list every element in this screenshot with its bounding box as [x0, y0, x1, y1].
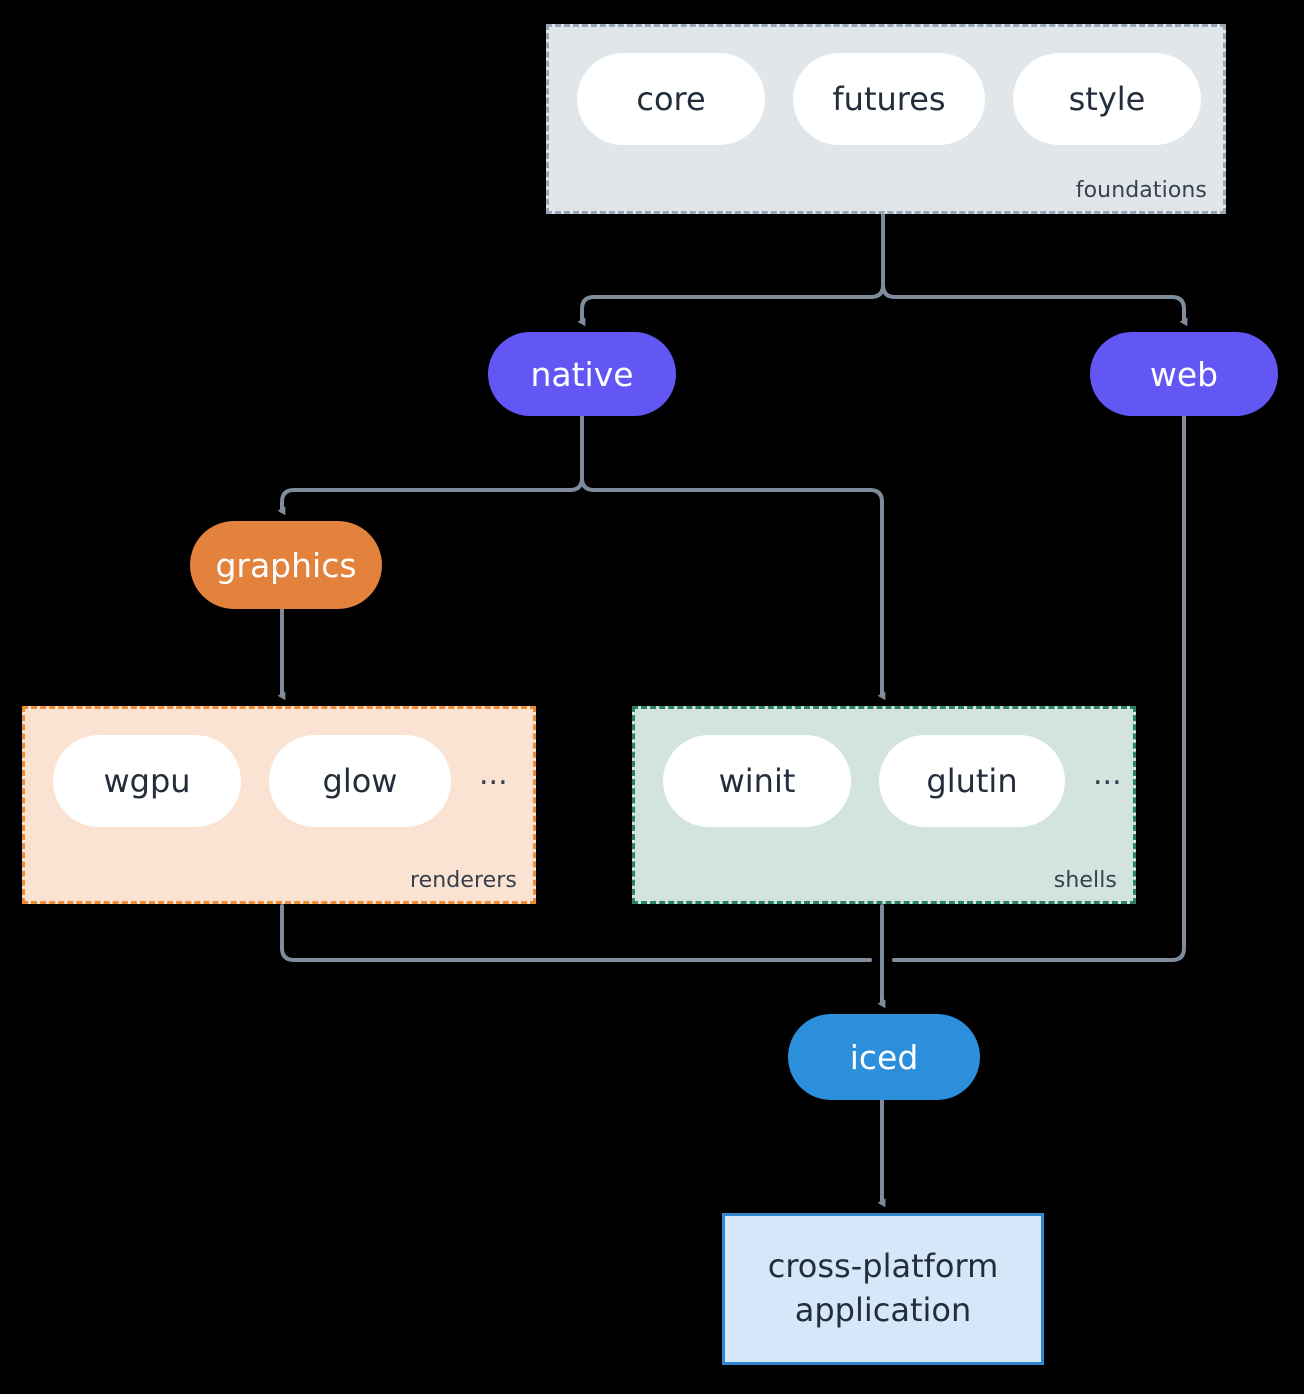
cluster-label-shells: shells — [1053, 868, 1117, 893]
cluster-renderers[interactable]: wgpu glow ... renderers — [22, 706, 536, 904]
shells-items: winit glutin ... — [663, 735, 1122, 827]
node-native[interactable]: native — [488, 332, 676, 416]
edge-foundations-to-native — [577, 283, 885, 327]
node-cross-platform-application[interactable]: cross-platform application — [722, 1213, 1044, 1365]
node-iced[interactable]: iced — [788, 1014, 980, 1100]
node-web[interactable]: web — [1090, 332, 1278, 416]
renderers-more-ellipsis: ... — [479, 757, 508, 792]
edge-renderers-to-iced — [280, 904, 872, 962]
edge-native-to-graphics — [277, 476, 584, 516]
renderers-items: wgpu glow ... — [53, 735, 508, 827]
cluster-shells[interactable]: winit glutin ... shells — [632, 706, 1136, 904]
edge-native-to-shells — [580, 476, 886, 701]
node-style[interactable]: style — [1013, 53, 1201, 145]
node-glow[interactable]: glow — [269, 735, 451, 827]
foundations-items: core futures style — [577, 53, 1201, 145]
cluster-label-renderers: renderers — [409, 868, 517, 893]
node-winit[interactable]: winit — [663, 735, 851, 827]
cluster-label-foundations: foundations — [1075, 178, 1207, 203]
application-line-2: application — [794, 1291, 972, 1329]
node-glutin[interactable]: glutin — [879, 735, 1065, 827]
application-line-1: cross-platform — [767, 1247, 999, 1286]
node-wgpu[interactable]: wgpu — [53, 735, 241, 827]
node-graphics[interactable]: graphics — [190, 521, 382, 609]
edge-foundations-to-web — [881, 283, 1188, 327]
node-futures[interactable]: futures — [793, 53, 985, 145]
cluster-foundations[interactable]: core futures style foundations — [546, 24, 1226, 214]
node-core[interactable]: core — [577, 53, 765, 145]
shells-more-ellipsis: ... — [1093, 757, 1122, 792]
